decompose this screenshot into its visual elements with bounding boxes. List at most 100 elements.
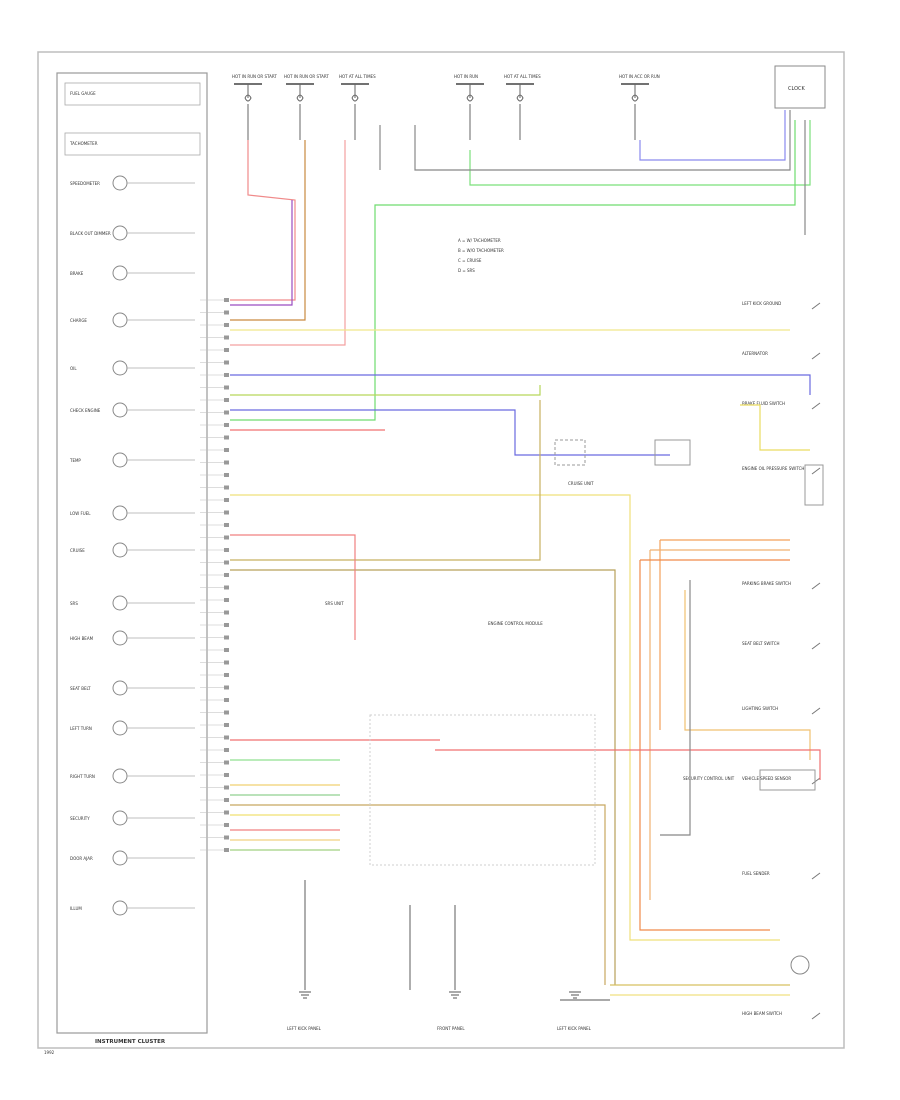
wire-orange-3 — [639, 559, 790, 931]
component-label: ENGINE OIL PRESSURE SWITCH — [742, 466, 804, 471]
bulb-icon — [112, 680, 128, 696]
legend-line: C = CRUISE — [458, 258, 482, 263]
connector-pin — [224, 548, 229, 552]
fuse-icon — [244, 84, 252, 140]
cluster-item-label: CRUISE — [70, 548, 85, 553]
connector-pin — [224, 848, 229, 852]
cluster-item-label: BLACK OUT DIMMER — [70, 231, 111, 236]
sensor-box — [804, 464, 824, 506]
wire-blue-alt — [230, 374, 811, 395]
switch-icon — [811, 402, 821, 410]
security-box — [759, 769, 816, 791]
bulb-icon — [112, 265, 128, 281]
cluster-item-label: LEFT TURN — [70, 726, 92, 731]
connector-pin — [224, 685, 229, 690]
wire-olive-2 — [230, 400, 541, 561]
wire-brown — [230, 140, 306, 321]
connector-pin — [224, 785, 229, 790]
connector-pin — [224, 448, 229, 452]
fuse-icon — [466, 84, 474, 140]
connector-pin — [224, 398, 229, 402]
connector-pin — [224, 323, 229, 327]
wire-olive — [230, 569, 616, 985]
wire-yellow-3 — [740, 404, 810, 451]
ground-icon — [449, 991, 461, 999]
cluster-item: ILLUM — [70, 900, 195, 916]
diagram-frame — [37, 51, 845, 1049]
cluster-title: INSTRUMENT CLUSTER — [95, 1039, 166, 1045]
cluster-item: DOOR AJAR — [70, 850, 195, 866]
connector-pin — [224, 360, 229, 365]
fuse: HOT IN ACC OR RUN — [619, 74, 660, 140]
switch-icon — [811, 1012, 821, 1020]
connector-pin — [224, 635, 229, 640]
wire-purple — [230, 200, 293, 306]
connector-pin — [224, 585, 229, 590]
connector-pin — [224, 610, 229, 615]
module-label: SECURITY CONTROL UNIT — [683, 776, 735, 781]
cluster-item: SPEEDOMETER — [70, 175, 195, 191]
wire-group — [230, 110, 821, 1001]
module-label: SRS UNIT — [325, 601, 344, 606]
connector-pin — [224, 310, 229, 315]
bulb-icon — [112, 850, 128, 866]
switch-icon — [811, 582, 821, 590]
fuse: HOT AT ALL TIMES — [339, 74, 376, 140]
wire-red — [230, 140, 296, 301]
bulb-icon — [112, 810, 128, 826]
component-label: PARKING BRAKE SWITCH — [742, 581, 791, 586]
wire-red-3 — [230, 534, 356, 640]
cluster-item-label: OIL — [70, 366, 77, 371]
connector-pin — [224, 510, 229, 515]
cluster-item: BRAKE — [70, 265, 195, 281]
engine-box — [654, 439, 691, 466]
connector-pin — [224, 673, 229, 677]
cluster-item: LOW FUEL — [70, 505, 195, 521]
cluster-item-label: HIGH BEAM — [70, 636, 94, 641]
connector-pin — [224, 748, 229, 752]
wire-orange — [659, 539, 790, 730]
connector-pin — [224, 435, 229, 440]
switch-icon — [811, 777, 821, 785]
wire-gray-top — [414, 110, 791, 171]
fuse-label: HOT IN RUN OR START — [232, 74, 277, 79]
wire-orange-4 — [684, 590, 811, 760]
wire-lower-olive — [230, 804, 606, 985]
fuse-label: HOT IN RUN — [454, 74, 478, 79]
cluster-item: SEAT BELT — [70, 680, 195, 696]
cruise-unit-box — [554, 439, 586, 466]
srs-dashed-box — [369, 714, 596, 866]
cluster-item: CHECK ENGINE — [70, 402, 195, 418]
wire-green — [230, 120, 796, 421]
clock-label: CLOCK — [788, 86, 806, 92]
bulb-icon — [112, 595, 128, 611]
ground-label: LEFT KICK PANEL — [557, 1026, 592, 1031]
connector-pin — [224, 710, 229, 715]
module-label: ENGINE CONTROL MODULE — [488, 621, 543, 626]
cluster-item: TEMP — [69, 452, 195, 468]
fuse-icon — [516, 84, 524, 140]
connector-pin — [224, 698, 229, 702]
bulb-icon — [112, 542, 128, 558]
ground-icon — [299, 991, 311, 999]
component-label: VEHICLE SPEED SENSOR — [742, 776, 791, 781]
switch-icon — [811, 642, 821, 650]
connector-pin — [224, 648, 229, 652]
switch-icon — [811, 707, 821, 715]
switch-icon — [811, 302, 821, 310]
ground: LEFT KICK PANEL — [557, 991, 592, 1031]
component-label: SEAT BELT SWITCH — [742, 641, 780, 646]
cluster-item: HIGH BEAM — [70, 630, 195, 646]
cluster-item-label: LOW FUEL — [70, 511, 91, 516]
connector-pin — [224, 835, 229, 840]
ground: LEFT KICK PANEL — [287, 991, 322, 1031]
connector-pin — [224, 348, 229, 352]
cluster-item: CRUISE — [70, 542, 195, 558]
cluster-item-label: TACHOMETER — [69, 141, 98, 146]
wire-blue-top — [639, 110, 786, 161]
fuse-label: HOT AT ALL TIMES — [339, 74, 376, 79]
connector-pin — [224, 598, 229, 602]
connector-pin — [224, 485, 229, 490]
component-label: LEFT KICK GROUND — [742, 301, 781, 306]
ground-label: LEFT KICK PANEL — [287, 1026, 322, 1031]
